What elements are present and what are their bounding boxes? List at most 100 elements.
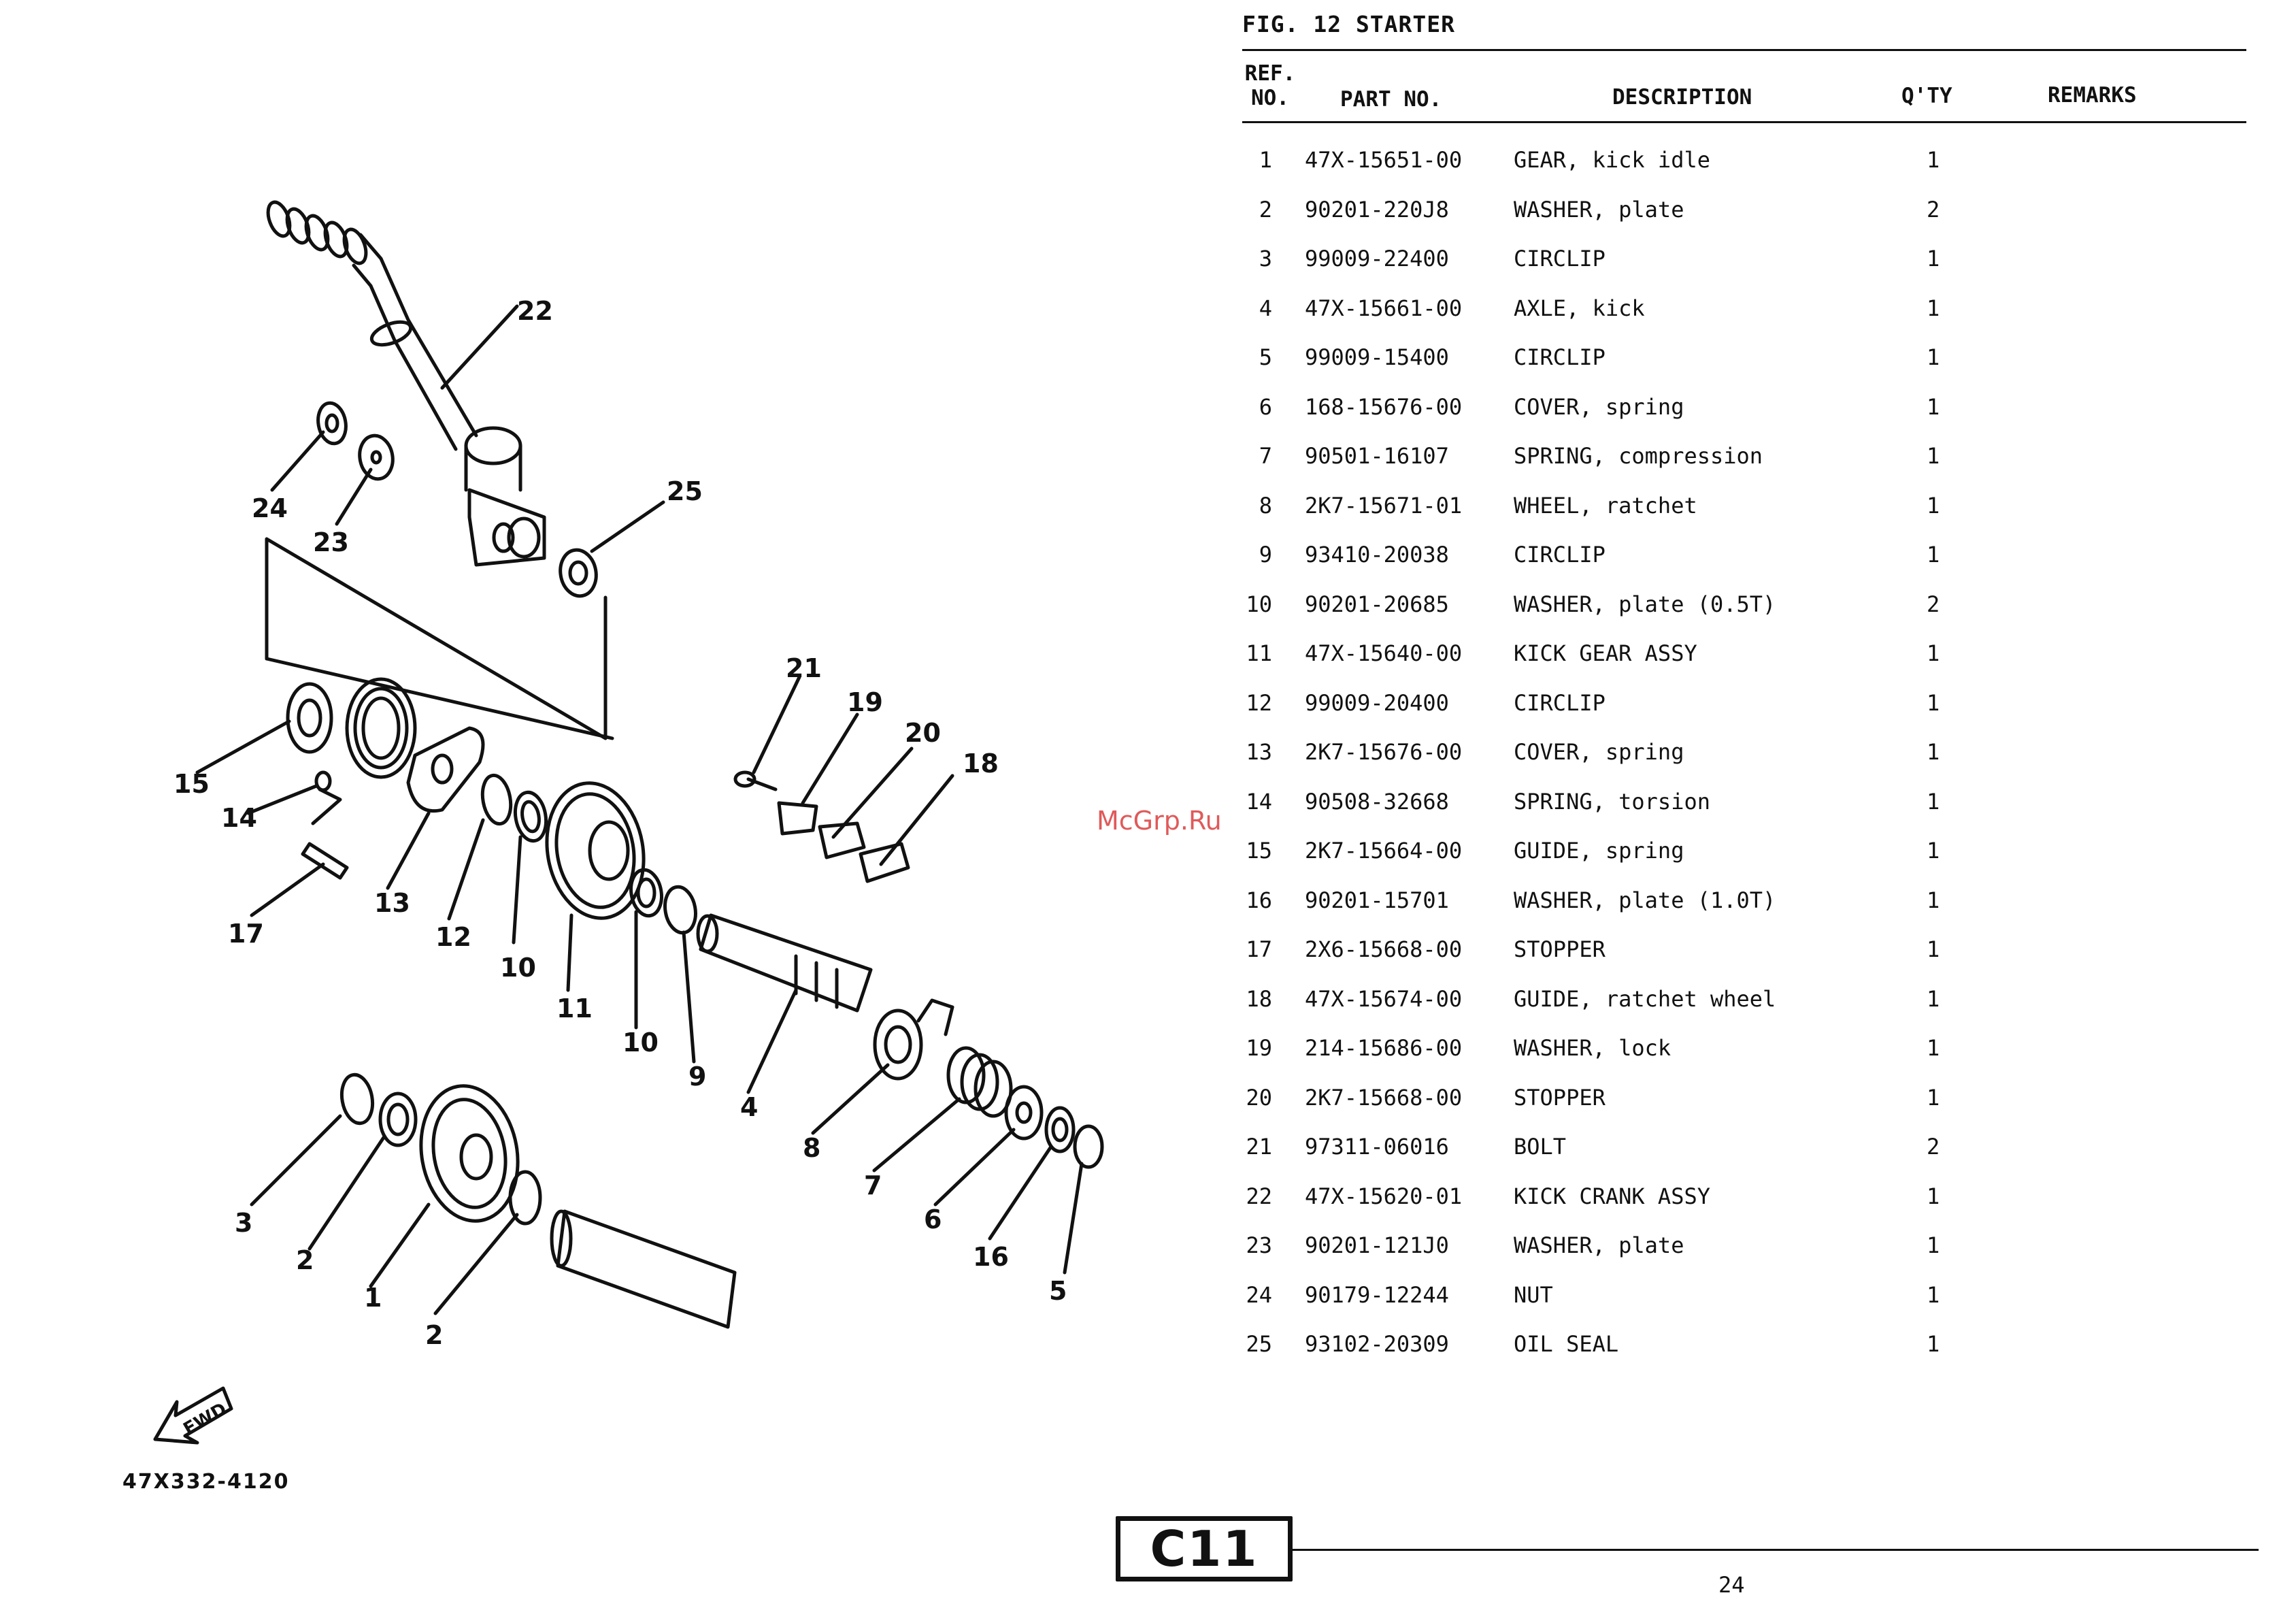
part-no-cell: 2X6-15668-00 xyxy=(1305,936,1463,962)
ref-cell: 15 xyxy=(1246,838,1272,864)
part-no-cell: 93102-20309 xyxy=(1305,1331,1449,1357)
fwd-arrow-icon: FWD xyxy=(153,1386,233,1445)
ref-cell: 9 xyxy=(1259,542,1272,568)
description-cell: WASHER, plate xyxy=(1514,196,1684,223)
description-cell: COVER, spring xyxy=(1514,739,1684,765)
qty-cell: 1 xyxy=(1927,887,1940,913)
part-no-cell: 168-15676-00 xyxy=(1305,393,1463,420)
description-cell: STOPPER xyxy=(1514,1084,1605,1111)
ref-cell: 13 xyxy=(1246,739,1272,765)
header-qty: Q'TY xyxy=(1901,84,1952,108)
callout-15: 15 xyxy=(173,769,210,799)
kick-crank-drawing xyxy=(266,200,546,567)
description-cell: STOPPER xyxy=(1514,936,1605,962)
table-row: 1 47X-15651-00 GEAR, kick idle 1 xyxy=(0,143,2296,184)
ref-cell: 10 xyxy=(1246,591,1272,617)
description-cell: CIRCLIP xyxy=(1514,689,1605,716)
callout-9: 9 xyxy=(688,1062,706,1092)
ref-cell: 2 xyxy=(1259,196,1272,223)
table-row: 9 93410-20038 CIRCLIP 1 xyxy=(0,538,2296,578)
part-no-cell: 2K7-15664-00 xyxy=(1305,838,1463,864)
qty-cell: 1 xyxy=(1927,1183,1940,1209)
ref-cell: 14 xyxy=(1246,788,1272,815)
ref-cell: 22 xyxy=(1246,1183,1272,1209)
qty-cell: 1 xyxy=(1927,936,1940,962)
part-no-cell: 93410-20038 xyxy=(1305,542,1449,568)
description-cell: KICK CRANK ASSY xyxy=(1514,1183,1710,1209)
description-cell: GUIDE, spring xyxy=(1514,838,1684,864)
description-cell: AXLE, kick xyxy=(1514,295,1645,321)
watermark: McGrp.Ru xyxy=(1097,806,1222,836)
part-no-cell: 47X-15651-00 xyxy=(1305,147,1463,173)
callout-6: 6 xyxy=(924,1204,942,1234)
qty-cell: 1 xyxy=(1927,542,1940,568)
footer-rule xyxy=(1293,1549,2259,1551)
qty-cell: 1 xyxy=(1927,492,1940,519)
header-part-no: PART NO. xyxy=(1340,87,1442,112)
qty-cell: 1 xyxy=(1927,1281,1940,1308)
callout-14: 14 xyxy=(221,803,257,833)
qty-cell: 1 xyxy=(1927,1035,1940,1061)
part-no-cell: 99009-20400 xyxy=(1305,689,1449,716)
description-cell: CIRCLIP xyxy=(1514,542,1605,568)
qty-cell: 1 xyxy=(1927,1331,1940,1357)
ref-cell: 8 xyxy=(1259,492,1272,519)
callout-3: 3 xyxy=(235,1208,252,1238)
callout-4: 4 xyxy=(740,1092,758,1122)
qty-cell: 1 xyxy=(1927,147,1940,173)
ref-cell: 23 xyxy=(1246,1232,1272,1258)
part-no-cell: 90201-15701 xyxy=(1305,887,1449,913)
figure-title: FIG. 12 STARTER xyxy=(1242,11,1456,37)
part-no-cell: 2K7-15676-00 xyxy=(1305,739,1463,765)
callout-7: 7 xyxy=(864,1170,882,1200)
part-no-cell: 90508-32668 xyxy=(1305,788,1449,815)
qty-cell: 1 xyxy=(1927,788,1940,815)
description-cell: WASHER, plate xyxy=(1514,1232,1684,1258)
callout-11: 11 xyxy=(556,994,593,1023)
section-badge: C11 xyxy=(1116,1516,1293,1581)
part-no-cell: 99009-22400 xyxy=(1305,246,1449,272)
description-cell: GEAR, kick idle xyxy=(1514,147,1710,173)
description-cell: BOLT xyxy=(1514,1134,1567,1160)
part-no-cell: 90501-16107 xyxy=(1305,443,1449,469)
callout-21: 21 xyxy=(786,653,822,683)
qty-cell: 2 xyxy=(1927,1134,1940,1160)
ref-cell: 3 xyxy=(1259,246,1272,272)
part-no-cell: 90201-20685 xyxy=(1305,591,1449,617)
ref-cell: 1 xyxy=(1259,147,1272,173)
qty-cell: 1 xyxy=(1927,1232,1940,1258)
callout-16: 16 xyxy=(973,1242,1009,1272)
page-number: 24 xyxy=(1718,1572,1745,1598)
diagram-code: 47X332-4120 xyxy=(122,1470,290,1494)
callout-24: 24 xyxy=(252,493,288,523)
callout-18: 18 xyxy=(963,749,999,778)
callout-20: 20 xyxy=(905,718,941,748)
description-cell: SPRING, compression xyxy=(1514,443,1763,469)
callout-1: 1 xyxy=(364,1283,382,1313)
callout-10: 10 xyxy=(500,953,536,983)
ref-cell: 19 xyxy=(1246,1035,1272,1061)
ref-cell: 6 xyxy=(1259,393,1272,420)
part-no-cell: 97311-06016 xyxy=(1305,1134,1449,1160)
ref-cell: 11 xyxy=(1246,640,1272,666)
callout-13: 13 xyxy=(374,888,410,918)
qty-cell: 1 xyxy=(1927,443,1940,469)
callout-2: 2 xyxy=(425,1320,443,1350)
qty-cell: 1 xyxy=(1927,344,1940,370)
part-no-cell: 2K7-15671-01 xyxy=(1305,492,1463,519)
description-cell: NUT xyxy=(1514,1281,1553,1308)
description-cell: CIRCLIP xyxy=(1514,344,1605,370)
callout-22: 22 xyxy=(517,296,553,326)
